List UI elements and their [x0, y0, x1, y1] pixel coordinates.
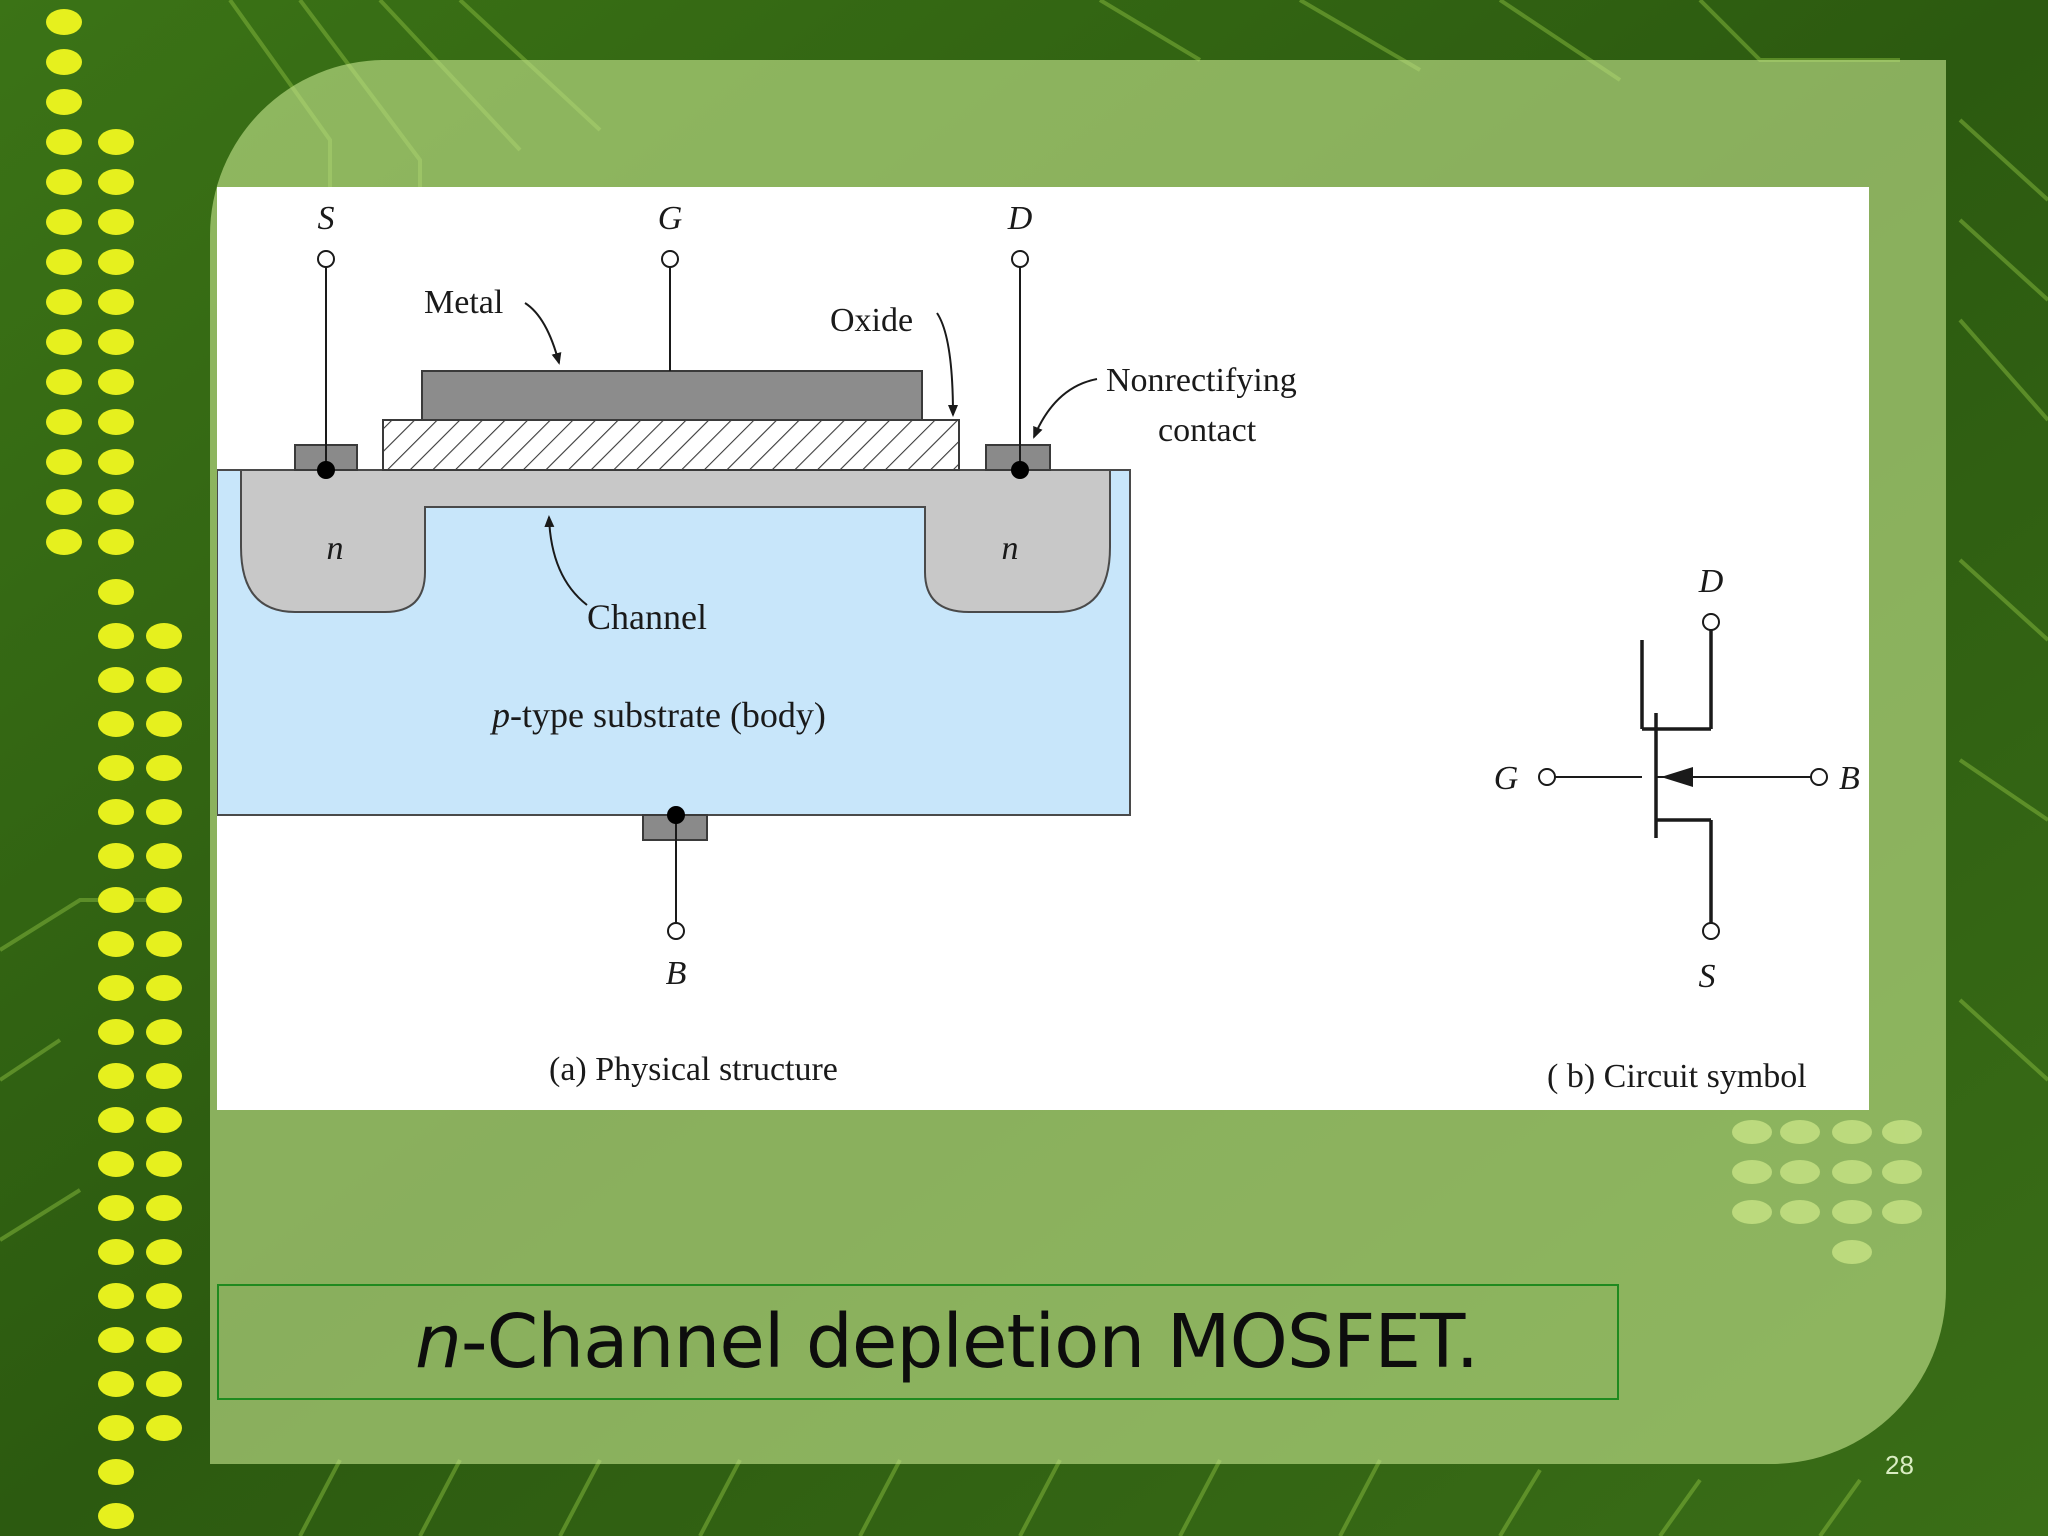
gate-terminal-icon: [661, 250, 679, 268]
n-channel-region: [240, 469, 1111, 613]
symbol-source-terminal-icon: [1702, 922, 1720, 940]
oxide-label: Oxide: [830, 302, 913, 339]
nonrectifying-arrow: [1033, 378, 1098, 439]
n-left-label: n: [327, 530, 344, 567]
mosfet-figure: S G D B Metal Oxide Nonrectifying contac…: [217, 187, 1869, 1110]
metal-gate: [421, 370, 923, 421]
drain-label: D: [1007, 200, 1033, 237]
circuit-symbol: D G B S ( b) Circuit symbol: [1494, 563, 1860, 1095]
symbol-source-label: S: [1699, 958, 1716, 995]
body-arrow-icon: [1661, 767, 1693, 787]
caption-b: ( b) Circuit symbol: [1547, 1058, 1807, 1095]
symbol-body-label: B: [1839, 760, 1860, 797]
symbol-drain-label: D: [1698, 563, 1724, 600]
source-terminal-icon: [317, 250, 335, 268]
caption-text: -Channel depletion MOSFET.: [460, 1299, 1479, 1385]
metal-arrow: [524, 302, 562, 365]
oxide-arrow: [936, 312, 958, 417]
body-terminal-icon: [667, 922, 685, 940]
slide-caption: n-Channel depletion MOSFET.: [415, 1299, 1479, 1385]
symbol-drain-terminal-icon: [1702, 613, 1720, 631]
drain-terminal-icon: [1011, 250, 1029, 268]
gate-label: G: [658, 200, 683, 237]
body-label: B: [666, 955, 687, 992]
physical-structure: S G D B Metal Oxide Nonrectifying contac…: [217, 200, 1297, 1088]
symbol-gate-terminal-icon: [1538, 768, 1556, 786]
channel-label: Channel: [587, 597, 707, 637]
oxide-layer: [382, 419, 960, 471]
symbol-gate-label: G: [1494, 760, 1519, 797]
contact-label: contact: [1158, 412, 1257, 449]
substrate-label: p-type substrate (body): [489, 695, 826, 735]
caption-italic-n: n: [415, 1299, 462, 1385]
metal-label: Metal: [424, 284, 503, 321]
channel-arrow: [544, 515, 588, 606]
solder-pad-dots: [46, 9, 182, 1529]
slide-number: 28: [1885, 1450, 1914, 1480]
n-right-label: n: [1002, 530, 1019, 567]
symbol-body-terminal-icon: [1810, 768, 1828, 786]
caption-a: (a) Physical structure: [549, 1051, 838, 1088]
source-label: S: [318, 200, 335, 237]
mosfet-diagram: S G D B Metal Oxide Nonrectifying contac…: [217, 200, 1860, 1095]
caption-box: n-Channel depletion MOSFET.: [217, 1284, 1619, 1400]
nonrectifying-label: Nonrectifying: [1106, 362, 1297, 399]
